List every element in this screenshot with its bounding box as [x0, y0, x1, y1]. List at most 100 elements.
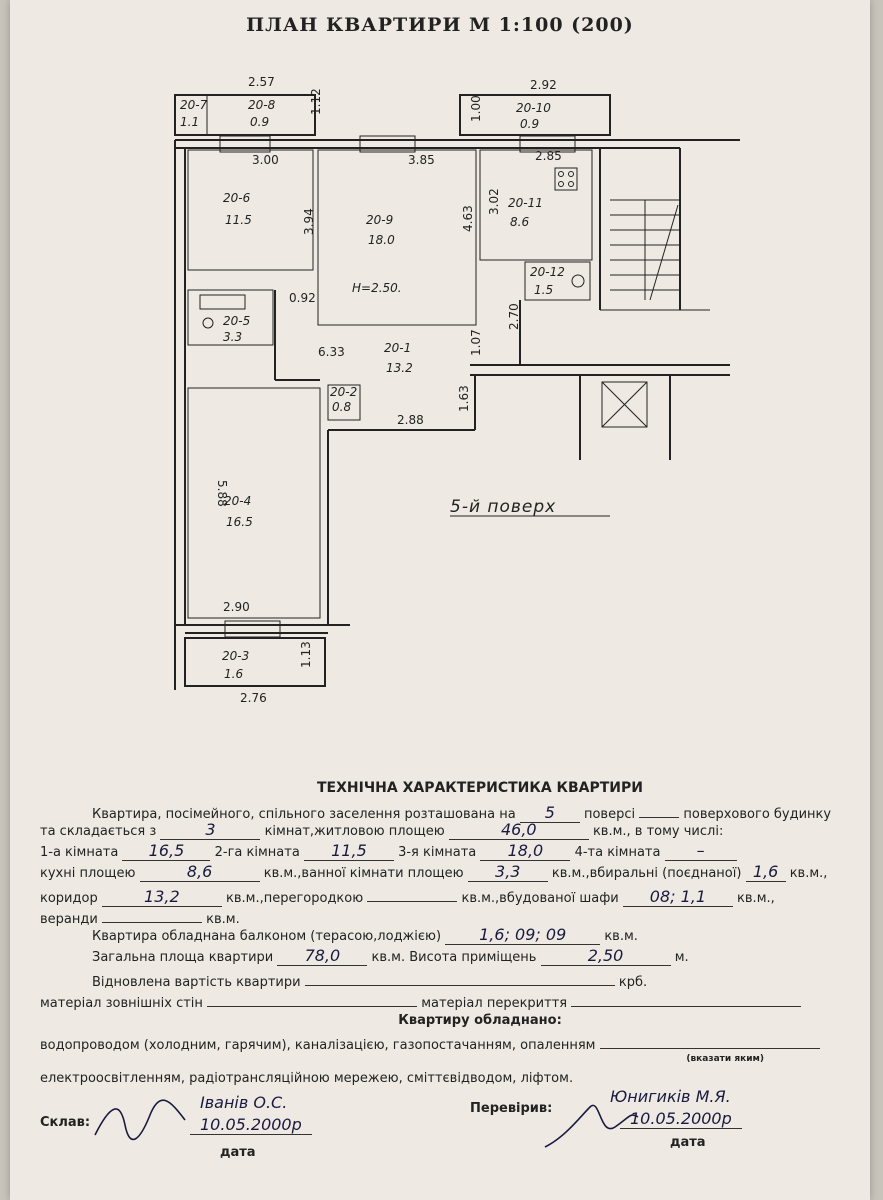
- dim-label: 2.57: [248, 75, 275, 89]
- text: матеріал перекриття: [421, 996, 568, 1011]
- tech-line: 1-а кімната 16,5 2-га кімната 11,5 3-я к…: [40, 842, 860, 863]
- tech-line: Загальна площа квартири 78,0 кв.м. Висот…: [40, 947, 860, 968]
- equipment-heading: Квартиру обладнано:: [398, 1013, 562, 1028]
- room-id: 20-6: [223, 191, 251, 205]
- tech-line: Квартира, посімейного, спільного заселен…: [40, 800, 860, 823]
- room-id: 20-3: [222, 649, 249, 663]
- dim-label: 4.63: [461, 205, 475, 232]
- text: кімнат,житловою площею: [264, 824, 445, 839]
- wc-area: 1,6: [745, 864, 786, 882]
- text: Квартира, посімейного, спільного заселен…: [92, 807, 516, 822]
- tech-section: ТЕХНІЧНА ХАРАКТЕРИСТИКА КВАРТИРИ Квартир…: [40, 780, 860, 1183]
- text: 1-а кімната: [40, 845, 119, 860]
- balcony-area: 1,6; 09; 09: [445, 927, 601, 945]
- text: кухні площею: [40, 866, 136, 881]
- room-id: 20-1: [384, 341, 411, 355]
- text: 2-га кімната: [214, 845, 300, 860]
- dim-label: 2.76: [240, 691, 267, 705]
- checked-signature: [544, 1104, 639, 1148]
- tech-heading: ТЕХНІЧНА ХАРАКТЕРИСТИКА КВАРТИРИ: [317, 780, 643, 796]
- blank: [207, 989, 418, 1007]
- floor-label: 5-й поверх: [450, 497, 556, 517]
- ceiling-height: 2,50: [540, 948, 671, 966]
- dim-label: 2.70: [507, 303, 521, 330]
- living-area: 46,0: [448, 822, 589, 840]
- blank: [304, 968, 615, 986]
- compiled-date: 10.05.2000р: [190, 1115, 312, 1135]
- bath-area: 3,3: [467, 864, 548, 882]
- tech-line: матеріал зовнішніх стін матеріал перекри…: [40, 989, 860, 1011]
- room-id: 20-9: [366, 213, 393, 227]
- date-label: дата: [220, 1145, 256, 1160]
- ceiling-height-label: H=2.50.: [352, 281, 402, 295]
- text: 4-та кімната: [574, 845, 661, 860]
- text: кв.м.,: [789, 866, 828, 881]
- blank: [101, 905, 202, 923]
- tech-line: коридор 13,2 кв.м.,перегородкою кв.м.,вб…: [40, 884, 860, 907]
- dim-label: 1.63: [457, 385, 471, 412]
- text: кв.м.,вбудованої шафи: [461, 891, 619, 906]
- text: кв.м.: [604, 929, 638, 944]
- room-area: 3.3: [223, 330, 242, 344]
- room-id: 20-7: [180, 98, 208, 112]
- kitchen-area: 8,6: [139, 864, 260, 882]
- tech-line: електроосвітленням, радіотрансляційною м…: [40, 1068, 860, 1089]
- dim-label: 1.12: [309, 88, 323, 115]
- plan-walls: [174, 94, 740, 690]
- closet-area: 08; 1,1: [622, 889, 733, 907]
- room-id: 20-11: [508, 196, 543, 210]
- dim-label: 3.94: [302, 208, 316, 235]
- blank: [571, 989, 802, 1007]
- text: м.: [674, 950, 689, 965]
- compiled-signature: [94, 1099, 186, 1141]
- compiled-label: Склав:: [40, 1115, 91, 1130]
- dim-label: 3.00: [252, 153, 279, 167]
- dim-label: 2.90: [223, 600, 250, 614]
- text: поверсі: [583, 807, 636, 822]
- room-id: 20-2: [330, 385, 357, 399]
- room-area: 8.6: [510, 215, 529, 229]
- text: крб.: [618, 975, 648, 990]
- room4-area: –: [664, 843, 737, 861]
- dim-label: 3.85: [408, 153, 435, 167]
- tech-line: Відновлена вартість квартири крб.: [40, 968, 860, 990]
- tech-line: кухні площею 8,6 кв.м.,ванної кімнати пл…: [40, 863, 860, 884]
- text: Відновлена вартість квартири: [92, 975, 301, 990]
- plan-room-labels: 20-7 1.1 20-8 0.9 20-10 0.9 20-6 11.5 20…: [180, 98, 565, 681]
- room1-area: 16,5: [122, 843, 211, 861]
- text: кв.м.,ванної кімнати площею: [263, 866, 464, 881]
- tech-line: Квартира обладнана балконом (терасою,лод…: [40, 926, 860, 947]
- text: кв.м. Висота приміщень: [371, 950, 537, 965]
- text: веранди: [40, 912, 98, 927]
- equipment-note: (вказати яким): [40, 1052, 860, 1064]
- checked-date: 10.05.2000р: [620, 1109, 742, 1129]
- dim-label: 3.02: [487, 188, 501, 215]
- text: Квартира обладнана балконом (терасою,лод…: [92, 929, 442, 944]
- text: електроосвітленням, радіотрансляційною м…: [40, 1071, 574, 1086]
- room-area: 13.2: [386, 361, 413, 375]
- dim-label: 1.13: [299, 641, 313, 668]
- room-id: 20-8: [248, 98, 276, 112]
- blank: [599, 1031, 820, 1049]
- room-area: 11.5: [225, 213, 252, 227]
- text: та складається з: [40, 824, 157, 839]
- text: водопроводом (холодним, гарячим), каналі…: [40, 1038, 596, 1053]
- corridor-area: 13,2: [101, 889, 222, 907]
- text: 3-я кімната: [398, 845, 477, 860]
- date-label: дата: [670, 1135, 706, 1150]
- blank: [367, 884, 458, 902]
- room-id: 20-10: [516, 101, 551, 115]
- dim-label: 2.88: [397, 413, 424, 427]
- text: Загальна площа квартири: [92, 950, 274, 965]
- blank: [639, 800, 680, 818]
- dim-label: 2.85: [535, 149, 562, 163]
- rooms-count: 3: [160, 822, 261, 840]
- room-area: 16.5: [226, 515, 253, 529]
- text: кв.м., в тому числі:: [592, 824, 724, 839]
- room-area: 1.6: [224, 667, 243, 681]
- signatures: Склав: Іванів О.С. 10.05.2000р дата Пере…: [40, 1087, 860, 1183]
- room-area: 0.9: [250, 115, 269, 129]
- dim-label: 1.07: [469, 329, 483, 356]
- room3-area: 18,0: [480, 843, 571, 861]
- room-area: 0.8: [332, 400, 351, 414]
